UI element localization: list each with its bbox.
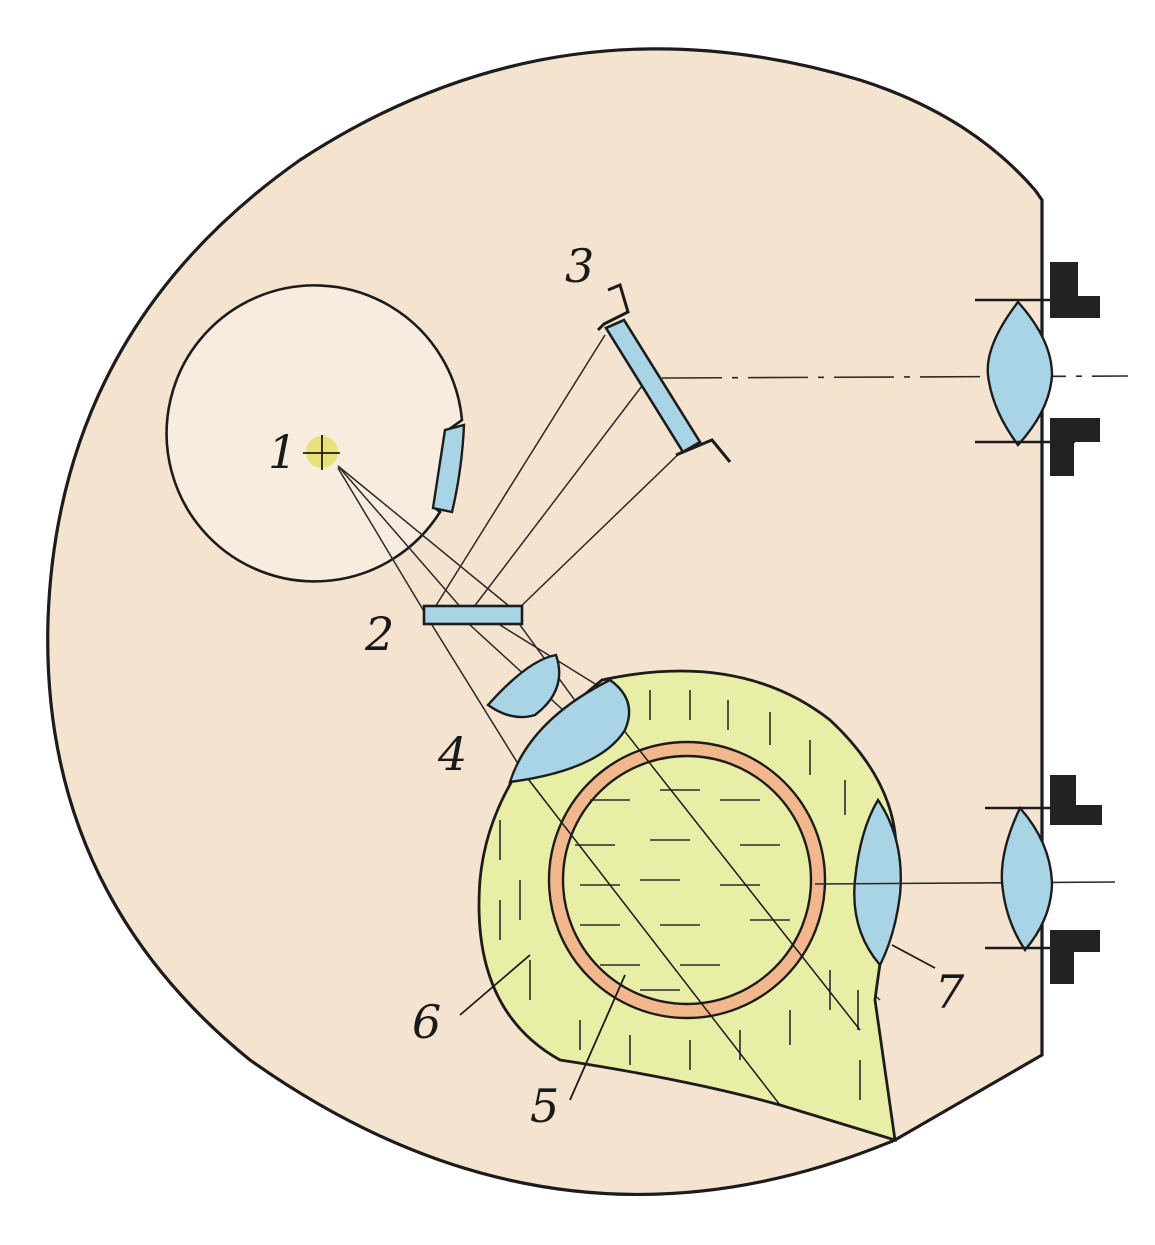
tilted-mirror-3 [596,282,732,463]
lower-lens-mount-top [1050,775,1102,825]
label-mirror-3: 3 [565,239,594,293]
label-lamp-1: 1 [268,425,297,479]
label-leaders [459,944,936,1101]
label-window-7: 7 [935,965,965,1019]
sample-rays [524,699,861,1106]
label-sample-5: 5 [530,1079,559,1133]
lamp-chamber [165,284,464,583]
sample-hatching [575,789,790,991]
cuvette-hatching [499,690,861,1100]
exit-window-7 [853,797,902,968]
flat-mirror-2 [422,604,524,626]
sample-tube-5 [561,754,813,1006]
lamp-window-glass [431,423,466,514]
label-lens-4: 4 [437,727,467,781]
lamp-crosshair [303,435,340,470]
reference-output-lens [975,298,1075,447]
measuring-beam-axis [814,881,1116,885]
label-mirror-2: 2 [364,607,394,661]
upper-lens-mount-bottom [1050,418,1100,476]
cuvette-entry-lens [508,678,631,784]
label-cuvette-6: 6 [412,995,441,1049]
lower-lens-mount-bottom [1050,930,1100,984]
upper-lens-mount-top [1050,262,1100,318]
condenser-lens-upper [486,653,561,719]
